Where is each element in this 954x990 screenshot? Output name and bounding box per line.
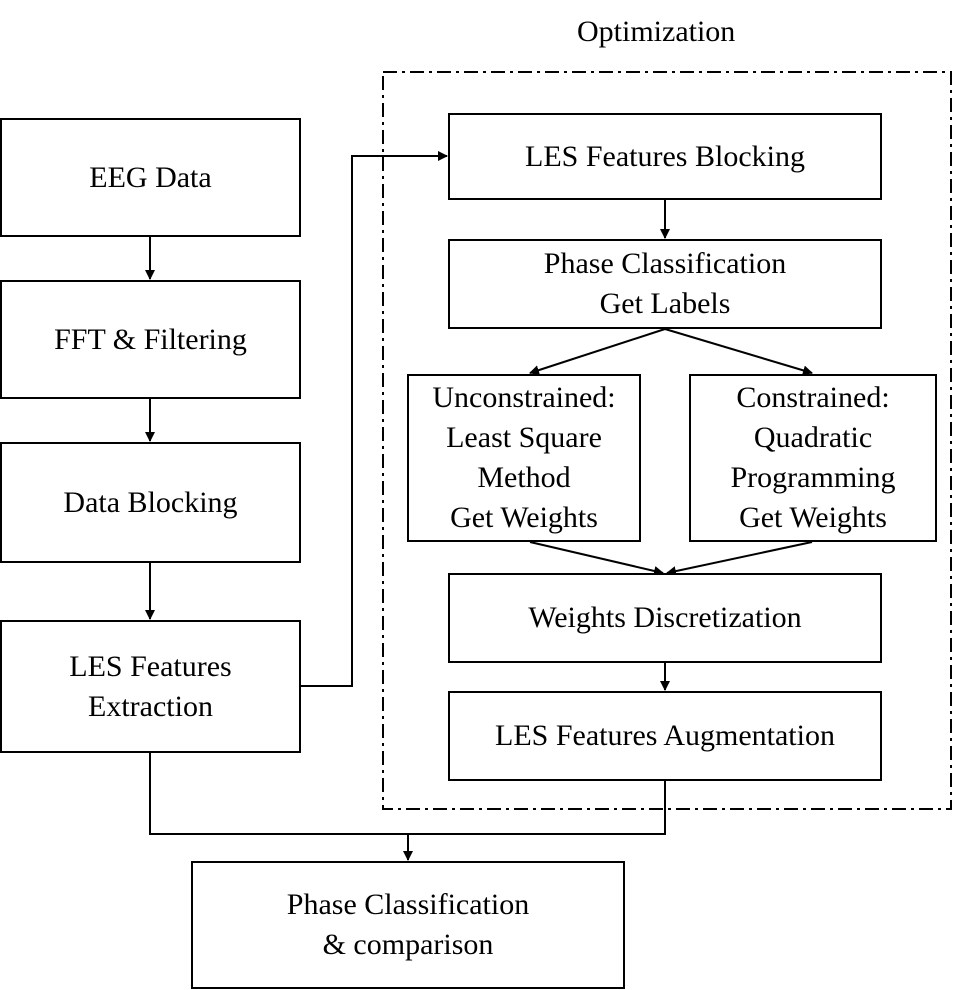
final-line2: & comparison	[322, 928, 494, 961]
connector-extraction-to-merge	[149, 752, 408, 835]
unconstrained-line1: Unconstrained:	[432, 381, 616, 414]
les-features-blocking-box: LES Features Blocking	[448, 113, 882, 200]
eeg-data-box: EEG Data	[0, 118, 301, 237]
unconstrained-line4: Get Weights	[450, 501, 598, 534]
optimization-group-border	[382, 71, 952, 810]
weights-discretization-label: Weights Discretization	[528, 601, 802, 634]
optimization-title: Optimization	[577, 15, 736, 48]
arrow-extraction-to-features-blocking	[300, 151, 448, 687]
fft-filtering-label: FFT & Filtering	[54, 322, 247, 356]
phase-classification-line2: Get Labels	[599, 287, 731, 320]
unconstrained-box: Unconstrained: Least Square Method Get W…	[407, 374, 641, 542]
arrow-phase-to-unconstrained	[529, 328, 666, 375]
weights-discretization-box: Weights Discretization	[448, 573, 882, 663]
constrained-line4: Get Weights	[739, 501, 887, 534]
eeg-data-label: EEG Data	[89, 160, 212, 194]
data-blocking-label: Data Blocking	[63, 485, 238, 519]
phase-classification-line1: Phase Classification	[543, 247, 787, 280]
constrained-line2: Quadratic	[753, 421, 873, 454]
les-features-augmentation-box: LES Features Augmentation	[448, 691, 882, 781]
les-features-augmentation-label: LES Features Augmentation	[495, 719, 835, 752]
phase-classification-comparison-box: Phase Classification & comparison	[191, 861, 625, 989]
les-features-blocking-label: LES Features Blocking	[525, 139, 805, 173]
data-blocking-box: Data Blocking	[0, 442, 301, 563]
constrained-line3: Programming	[730, 461, 896, 494]
les-features-extraction-box: LES Features Extraction	[0, 620, 301, 753]
les-features-extraction-line2: Extraction	[88, 689, 213, 723]
unconstrained-line2: Least Square	[446, 421, 602, 454]
unconstrained-line3: Method	[477, 461, 571, 494]
fft-filtering-box: FFT & Filtering	[0, 280, 301, 399]
constrained-box: Constrained: Quadratic Programming Get W…	[689, 374, 937, 542]
arrow-constrained-to-discretization	[666, 541, 813, 577]
connector-augmentation-to-merge	[408, 780, 666, 835]
arrow-phase-to-constrained	[664, 328, 813, 376]
phase-classification-labels-box: Phase Classification Get Labels	[448, 239, 882, 329]
arrow-unconstrained-to-discretization	[529, 541, 664, 576]
final-line1: Phase Classification	[286, 888, 530, 921]
constrained-line1: Constrained:	[736, 381, 890, 414]
les-features-extraction-line1: LES Features	[69, 649, 232, 683]
